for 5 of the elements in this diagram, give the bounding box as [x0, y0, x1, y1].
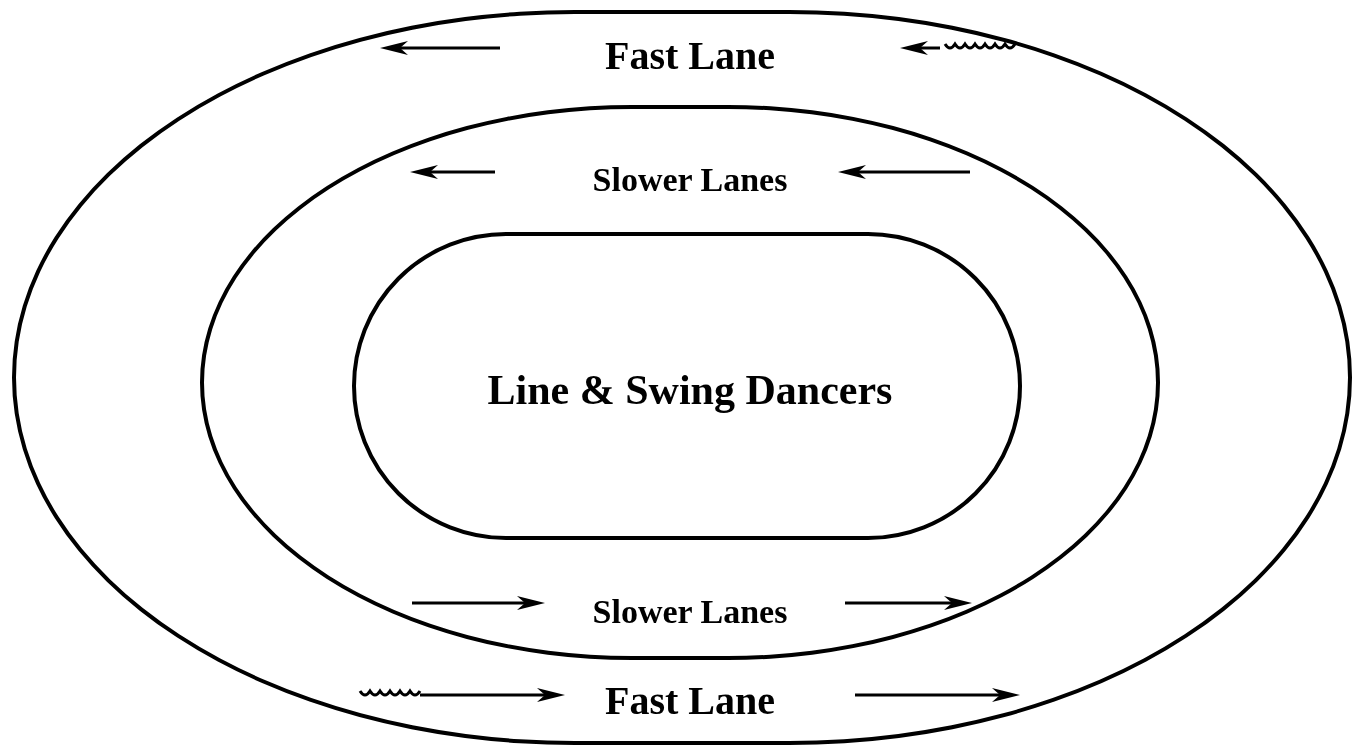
lane-label: Fast Lane — [605, 31, 775, 79]
lane-label: Slower Lanes — [592, 161, 788, 199]
lane-label: Fast Lane — [605, 676, 775, 724]
area-label: Line & Swing Dancers — [487, 366, 893, 414]
lane-label: Slower Lanes — [592, 593, 788, 631]
